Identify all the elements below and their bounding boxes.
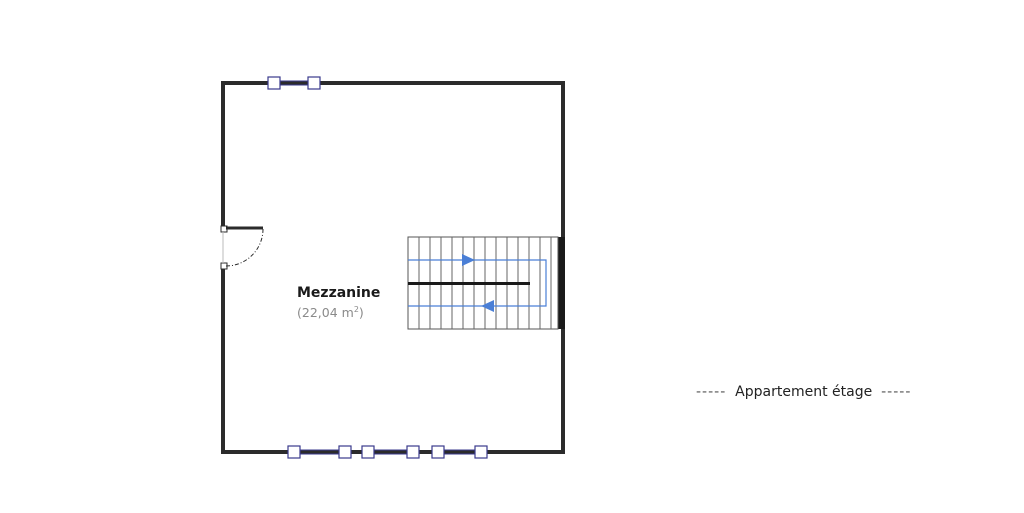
wall-left-upper <box>221 81 225 228</box>
room-name: Mezzanine <box>297 285 380 301</box>
floor-label: ----- Appartement étage ----- <box>696 384 911 400</box>
wall-right-stair <box>558 237 565 329</box>
wall-top <box>221 81 565 85</box>
room-area: (22,04 m2) <box>297 305 364 320</box>
walls <box>221 81 565 454</box>
window-icon <box>287 445 352 459</box>
wall-left-lower <box>221 266 225 454</box>
floor-label-text: Appartement étage <box>735 384 873 400</box>
window-icon <box>431 445 488 459</box>
floor-label-dash-left: ----- <box>696 384 727 400</box>
staircase-icon <box>407 236 559 330</box>
window-icon <box>361 445 420 459</box>
door-swing-icon <box>220 225 264 270</box>
floor-label-dash-right: ----- <box>881 384 912 400</box>
window-icon <box>267 76 321 90</box>
wall-bottom <box>221 450 565 454</box>
